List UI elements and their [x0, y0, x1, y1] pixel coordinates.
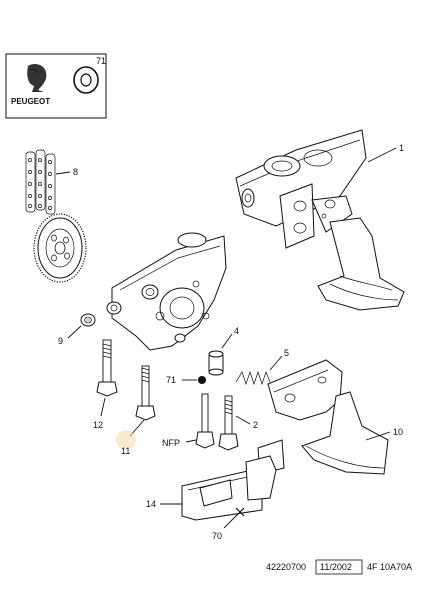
- callout-nfp: NFP: [162, 438, 180, 448]
- callout-2: 2: [253, 420, 258, 430]
- callout-4: 4: [234, 326, 239, 336]
- footer-ref-number: 42220700: [266, 562, 306, 572]
- pump-body: [106, 232, 227, 351]
- washer-71: [73, 66, 99, 94]
- oil-pump-assembly-1: 1: [235, 129, 405, 311]
- part-71-dot: 71: [166, 375, 206, 385]
- footer-date: 11/2002: [320, 562, 352, 572]
- callout-8: 8: [73, 167, 78, 177]
- footer-reference: 42220700 11/2002 4F 10A70A: [266, 559, 412, 575]
- callout-11: 11: [121, 446, 130, 456]
- callout-14: 14: [146, 499, 156, 509]
- callout-71-box: 71: [96, 56, 106, 66]
- callout-9: 9: [58, 336, 63, 346]
- part-5-spring: 5: [235, 348, 289, 386]
- part-4-sleeve: 4: [208, 326, 239, 376]
- logo-box: PEUGEOT 71: [5, 53, 107, 119]
- pump-sprocket: [33, 213, 87, 283]
- footer-code: 4F 10A70A: [367, 562, 412, 572]
- part-70-marker: 70: [212, 507, 245, 541]
- peugeot-lion-logo: [27, 64, 47, 92]
- nfp-bolt: NFP: [162, 393, 215, 449]
- part-14-bracket: 14: [146, 455, 277, 521]
- callout-10: 10: [393, 427, 403, 437]
- part-9-plug: 9: [58, 313, 96, 346]
- callout-1: 1: [399, 143, 404, 153]
- part-11-bolt: 11: [116, 365, 156, 456]
- peugeot-brand-text: PEUGEOT: [11, 97, 50, 106]
- part-2-stud: 2: [218, 395, 258, 451]
- callout-12: 12: [93, 420, 103, 430]
- callout-71: 71: [166, 375, 176, 385]
- part-8-shim-stack: 8: [25, 149, 78, 215]
- callout-70: 70: [212, 531, 222, 541]
- part-12-long-bolt: 12: [93, 339, 118, 430]
- part-10-strainer-assembly: 10: [257, 359, 403, 475]
- callout-5: 5: [284, 348, 289, 358]
